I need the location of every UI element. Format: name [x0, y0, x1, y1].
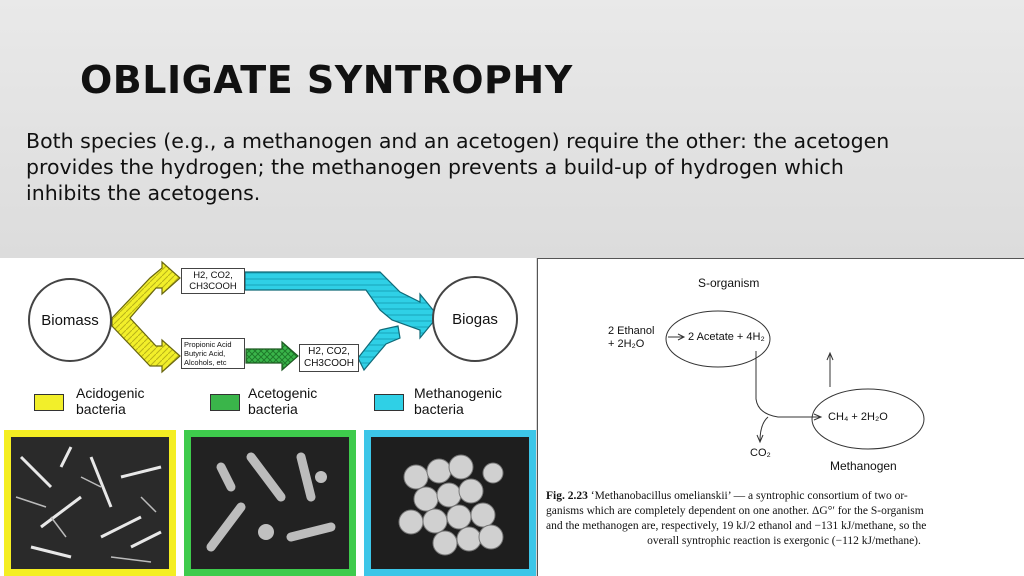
legend-line: Acidogenic	[76, 385, 145, 401]
box-top-line: H2, CO2,	[193, 270, 233, 281]
methanogenic-swatch	[374, 394, 404, 411]
syntrophy-figure: S-organism 2 Ethanol + 2H₂O 2 Acetate + …	[537, 258, 1024, 576]
methanogenic-legend-label: Methanogenic bacteria	[414, 385, 502, 417]
legend-line: bacteria	[414, 401, 464, 417]
slide-title: OBLIGATE SYNTROPHY	[80, 58, 573, 102]
biomass-label: Biomass	[41, 311, 99, 329]
box-right-line: H2, CO2,	[308, 346, 350, 357]
box-top-line: CH3COOH	[189, 281, 237, 292]
box-mid-line: Alcohols, etc	[184, 358, 227, 367]
caption-line: ‘Methanobacillus omelianskii’ — a syntro…	[590, 490, 908, 502]
acidogenic-legend-label: Acidogenic bacteria	[76, 385, 145, 417]
methanogen-label: Methanogen	[830, 459, 897, 473]
intermediate-box-middle: Propionic Acid Butyric Acid, Alcohols, e…	[181, 338, 245, 369]
slide-body-text: Both species (e.g., a methanogen and an …	[26, 129, 890, 205]
acetogenic-micrograph	[191, 437, 349, 569]
legend-line: Acetogenic	[248, 385, 318, 401]
box-mid-line: Butyric Acid,	[184, 349, 226, 358]
figure-caption: Fig. 2.23 ‘Methanobacillus omelianskii’ …	[546, 489, 1022, 549]
co2-label: CO₂	[750, 447, 771, 459]
acetogenic-legend-label: Acetogenic bacteria	[248, 385, 317, 417]
caption-line: overall syntrophic reaction is exergonic…	[647, 535, 921, 547]
biogas-label: Biogas	[452, 310, 498, 328]
methanogenic-arrow	[244, 271, 439, 340]
acidogenic-micrograph-frame	[4, 430, 176, 576]
biomass-node: Biomass	[28, 278, 112, 362]
figure-number: Fig. 2.23	[546, 490, 588, 502]
intermediate-box-top: H2, CO2, CH3COOH	[181, 268, 245, 294]
acetogenic-micrograph-frame	[184, 430, 356, 576]
caption-line: and the methanogen are, respectively, 19…	[546, 520, 927, 532]
acetogenic-swatch	[210, 394, 240, 411]
ethanol-line: 2 Ethanol	[608, 325, 655, 337]
flow-arrows	[111, 260, 439, 374]
acetogenic-arrow	[245, 340, 299, 372]
legend-line: bacteria	[76, 401, 126, 417]
ethanol-label: 2 Ethanol + 2H₂O	[608, 325, 654, 351]
anaerobic-digestion-diagram: Biomass Biogas H2, CO2, CH3COOH Propioni…	[0, 258, 536, 576]
legend-line: Methanogenic	[414, 385, 502, 401]
methanogenic-micrograph-frame	[364, 430, 536, 576]
methane-label: CH₄ + 2H₂O	[828, 411, 888, 423]
intermediate-box-right: H2, CO2, CH3COOH	[299, 344, 359, 372]
box-mid-line: Propionic Acid	[184, 340, 232, 349]
syntrophy-cycle-diagram	[665, 310, 925, 450]
caption-line: ganisms which are completely dependent o…	[546, 505, 924, 517]
methanogenic-micrograph	[371, 437, 529, 569]
ethanol-line: + 2H₂O	[608, 338, 645, 350]
biogas-node: Biogas	[432, 276, 518, 362]
legend-line: bacteria	[248, 401, 298, 417]
box-right-line: CH3COOH	[303, 358, 354, 369]
acidogenic-arrow	[111, 260, 181, 374]
acidogenic-swatch	[34, 394, 64, 411]
acidogenic-micrograph	[11, 437, 169, 569]
acetate-label: 2 Acetate + 4H₂	[688, 331, 765, 343]
s-organism-label: S-organism	[698, 276, 760, 290]
